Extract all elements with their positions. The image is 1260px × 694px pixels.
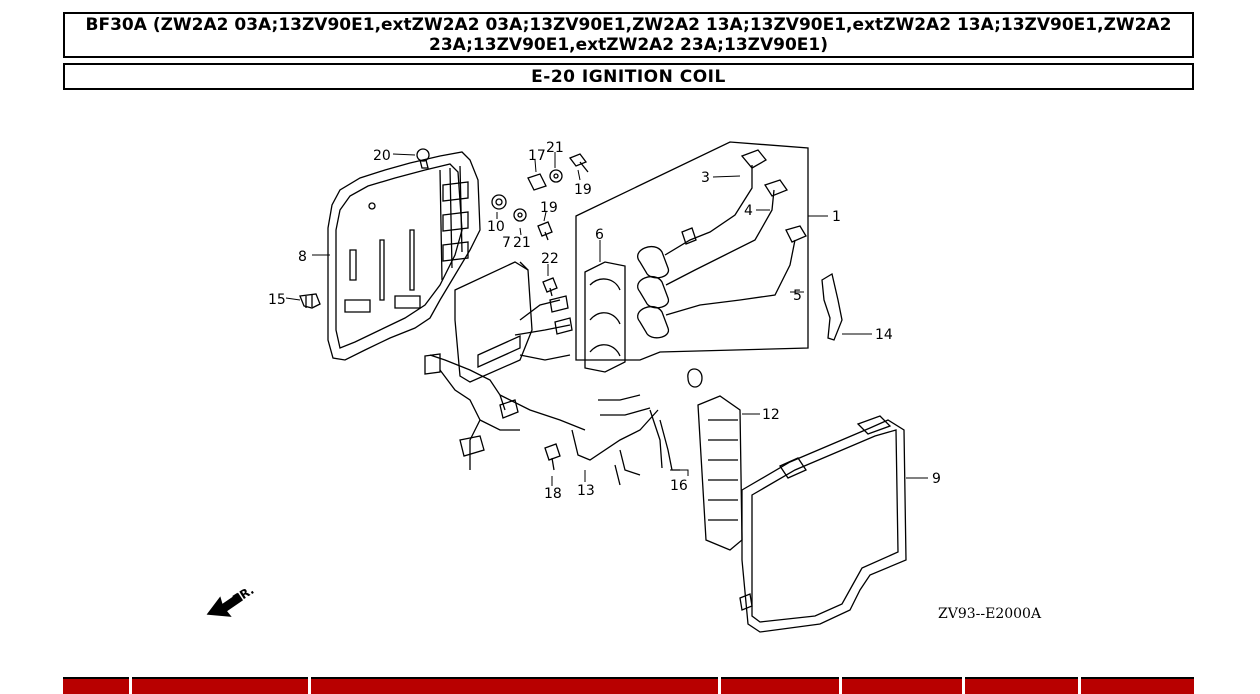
ground-leads-drawing [544, 368, 703, 486]
parts-table-column-4 [721, 677, 839, 694]
callout-leaders [285, 152, 928, 486]
callout-6: 6 [595, 227, 604, 243]
callout-14: 14 [875, 327, 893, 343]
callout-5: 5 [793, 288, 802, 304]
coils-and-leads-drawing [637, 149, 807, 339]
coil-assembly-box-drawing [575, 141, 809, 361]
part-15-drawing [299, 293, 321, 309]
callout-12: 12 [762, 407, 780, 423]
coil-holder-drawing [584, 261, 626, 373]
callout-7: 7 [502, 235, 511, 251]
callout-3: 3 [701, 170, 710, 186]
callout-17: 17 [528, 148, 546, 164]
callout-13: 13 [577, 483, 595, 499]
model-title-text: BF30A (ZW2A2 03A;13ZV90E1,extZW2A2 03A;1… [85, 15, 1172, 55]
parts-table-column-5 [842, 677, 962, 694]
callout-9: 9 [932, 471, 941, 487]
callout-numbers: 20 17 21 19 19 10 7 21 22 8 15 6 3 4 1 5… [268, 140, 941, 502]
callout-21-top: 21 [546, 140, 564, 156]
small-fasteners-top-drawing [491, 153, 589, 297]
part-20-drawing [416, 148, 430, 169]
parts-table-column-2 [132, 677, 308, 694]
drawing-code: ZV93--E2000A [938, 606, 1042, 622]
cover-drawing [739, 415, 907, 633]
callout-18: 18 [544, 486, 562, 502]
part-14-drawing [821, 272, 843, 341]
callout-1: 1 [832, 209, 841, 225]
bracket-plate-drawing [327, 151, 481, 361]
callout-8: 8 [298, 249, 307, 265]
callout-15: 15 [268, 292, 286, 308]
parts-table-column-6 [965, 677, 1078, 694]
callout-10: 10 [487, 219, 505, 235]
callout-20: 20 [373, 148, 391, 164]
section-title-text: E-20 IGNITION COIL [531, 66, 726, 87]
parts-table-column-3 [311, 677, 718, 694]
parts-table-column-1 [63, 677, 129, 694]
callout-22: 22 [541, 251, 559, 267]
callout-21-mid: 21 [513, 235, 531, 251]
harness-drawing [424, 295, 586, 470]
callout-16: 16 [670, 478, 688, 494]
callout-19-top: 19 [574, 182, 592, 198]
callout-4: 4 [744, 203, 753, 219]
callout-19-mid: 19 [540, 200, 558, 216]
section-title: E-20 IGNITION COIL [63, 63, 1194, 90]
parts-table-header [0, 677, 1260, 694]
parts-table-column-7 [1081, 677, 1194, 694]
terminal-strip-drawing [697, 395, 743, 551]
cdi-unit-drawing [454, 261, 533, 383]
model-title: BF30A (ZW2A2 03A;13ZV90E1,extZW2A2 03A;1… [63, 12, 1194, 58]
front-direction-arrow-drawing [206, 592, 244, 617]
